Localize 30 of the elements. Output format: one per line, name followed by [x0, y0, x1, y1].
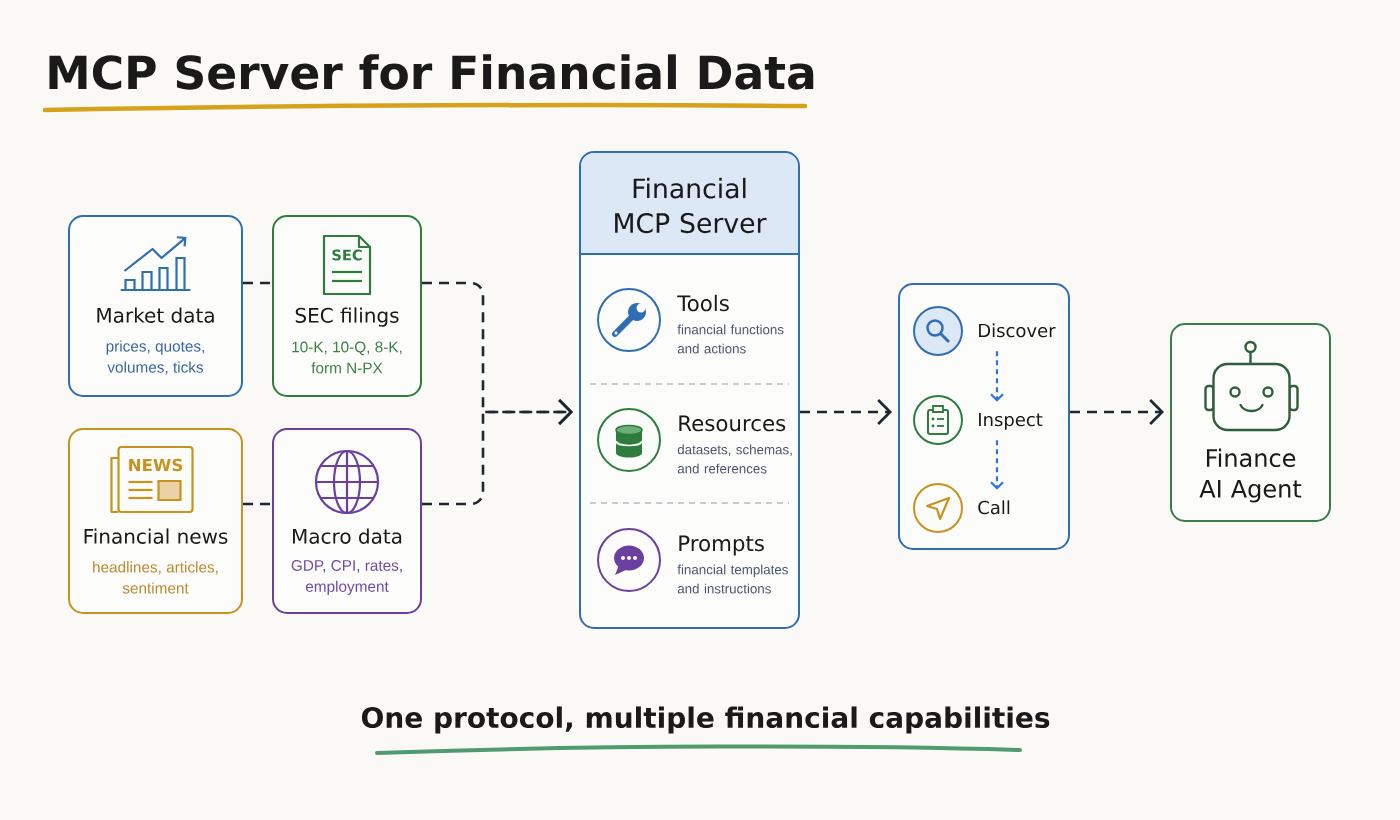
item-heading: Tools	[677, 294, 729, 312]
item-heading: Prompts	[679, 535, 764, 556]
item-description: financial templates and instructions	[677, 564, 788, 594]
arrow	[1070, 399, 1164, 425]
card-title: Finance AI Agent	[1199, 448, 1302, 503]
connector-line	[243, 502, 272, 506]
card-description: headlines, articles, sentiment	[93, 561, 218, 594]
panel-header: Financial MCP Server	[579, 153, 800, 255]
card-title: Market data	[97, 307, 214, 323]
card-description: prices, quotes, volumes, ticks	[106, 340, 204, 375]
icon-label: NEWS	[129, 458, 183, 472]
item-heading: Resources	[679, 415, 786, 432]
item-description: datasets, schemas, and references	[677, 444, 792, 474]
card-title: Macro data	[293, 528, 402, 544]
arrow	[990, 351, 1004, 402]
step-label: Inspect	[979, 412, 1043, 430]
item-description: financial functions and actions	[677, 324, 784, 354]
step-label: Discover	[979, 323, 1056, 338]
card-title: SEC filings	[295, 307, 399, 327]
icon-label: SEC	[332, 249, 362, 261]
arrow	[990, 440, 1004, 490]
caption: One protocol, multiple financial capabilities	[361, 706, 1050, 734]
step-label: Call	[978, 500, 1010, 515]
arrow	[800, 399, 892, 425]
arrow	[422, 399, 573, 506]
title: MCP Server for Financial Data	[49, 54, 814, 90]
card-title: Financial news	[84, 528, 228, 544]
card-description: GDP, CPI, rates, employment	[291, 560, 402, 595]
connector-line	[243, 281, 272, 285]
card-description: 10-K, 10-Q, 8-K, form N-PX	[292, 341, 402, 374]
